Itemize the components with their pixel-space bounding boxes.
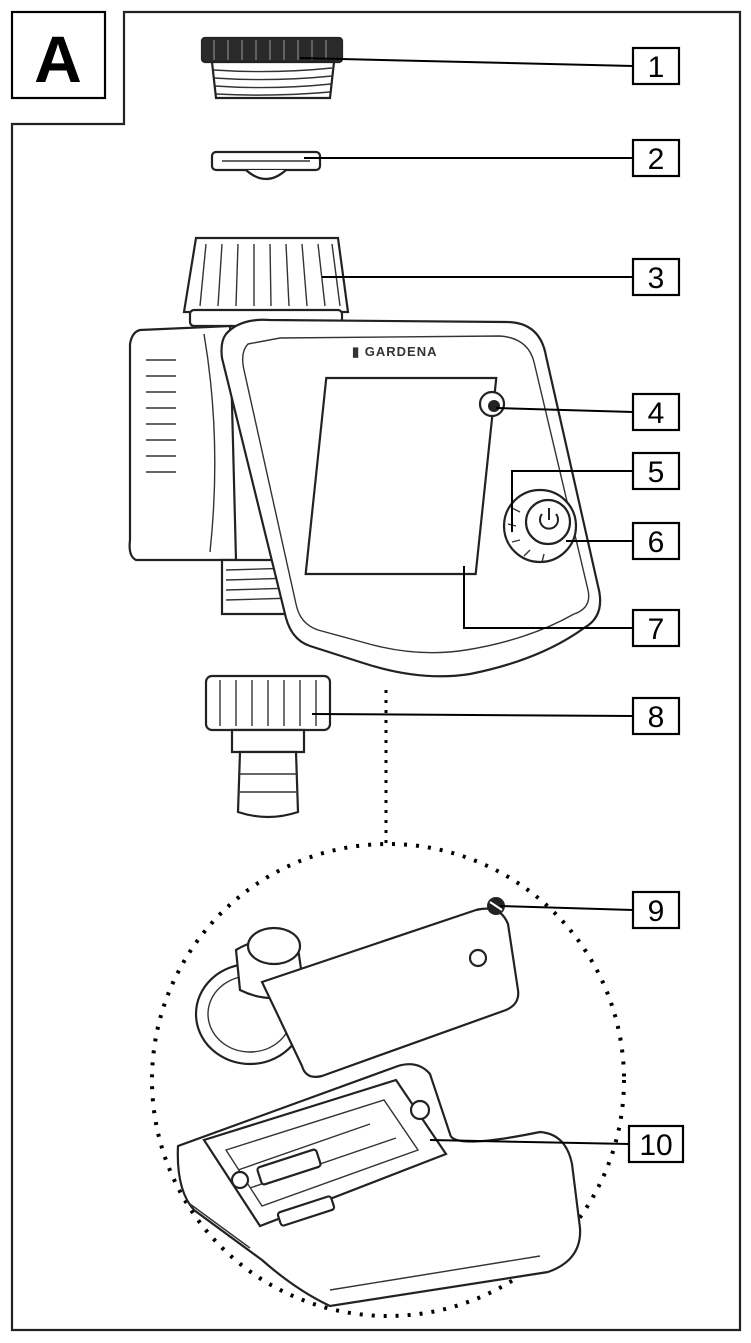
callout-box-7 — [631, 608, 681, 648]
callout-leader-1 — [299, 57, 634, 67]
callout-box-8 — [631, 696, 681, 736]
callout-number-9: 9 — [648, 895, 665, 928]
callout-number-2: 2 — [648, 143, 665, 176]
callout-box-10 — [627, 1124, 685, 1164]
diagram-frame — [10, 10, 742, 1332]
panel-label-box — [10, 10, 107, 100]
callouts: 1 2 3 4 5 6 7 8 9 10 — [299, 46, 685, 1164]
screw-part — [487, 897, 505, 915]
callout-box-1 — [631, 46, 681, 86]
callout-number-10: 10 — [639, 1129, 672, 1162]
battery-detail — [176, 897, 582, 1308]
callout-number-6: 6 — [648, 526, 665, 559]
callout-leader-7 — [463, 566, 633, 629]
callout-number-3: 3 — [648, 262, 665, 295]
callout-number-1: 1 — [648, 51, 665, 84]
callout-leader-9 — [499, 905, 634, 911]
callout-box-3 — [631, 257, 681, 297]
callout-number-5: 5 — [648, 456, 665, 489]
callout-box-2 — [631, 138, 681, 178]
battery-lid — [260, 907, 520, 1078]
callout-leader-10 — [429, 1139, 630, 1145]
tap-connector-part — [204, 674, 332, 819]
filter-seal-part — [210, 150, 322, 181]
callout-leader-8 — [311, 713, 634, 717]
callout-number-8: 8 — [648, 701, 665, 734]
cap-nut-part — [200, 36, 344, 100]
controller-body: ▮ GARDENA — [128, 318, 602, 678]
callout-box-5 — [631, 451, 681, 491]
callout-number-7: 7 — [648, 613, 665, 646]
callout-number-4: 4 — [648, 397, 665, 430]
callout-box-9 — [631, 890, 681, 930]
threaded-connector-part — [182, 236, 350, 328]
callout-box-6 — [631, 521, 681, 561]
detail-circle — [150, 842, 626, 1318]
callout-leader-4 — [495, 407, 634, 413]
brand-label: ▮ GARDENA — [352, 344, 438, 359]
display-screen — [304, 376, 498, 576]
callout-leader-5 — [511, 470, 633, 532]
callout-box-4 — [631, 392, 681, 432]
panel-label: A — [34, 22, 82, 96]
power-icon — [539, 508, 559, 530]
